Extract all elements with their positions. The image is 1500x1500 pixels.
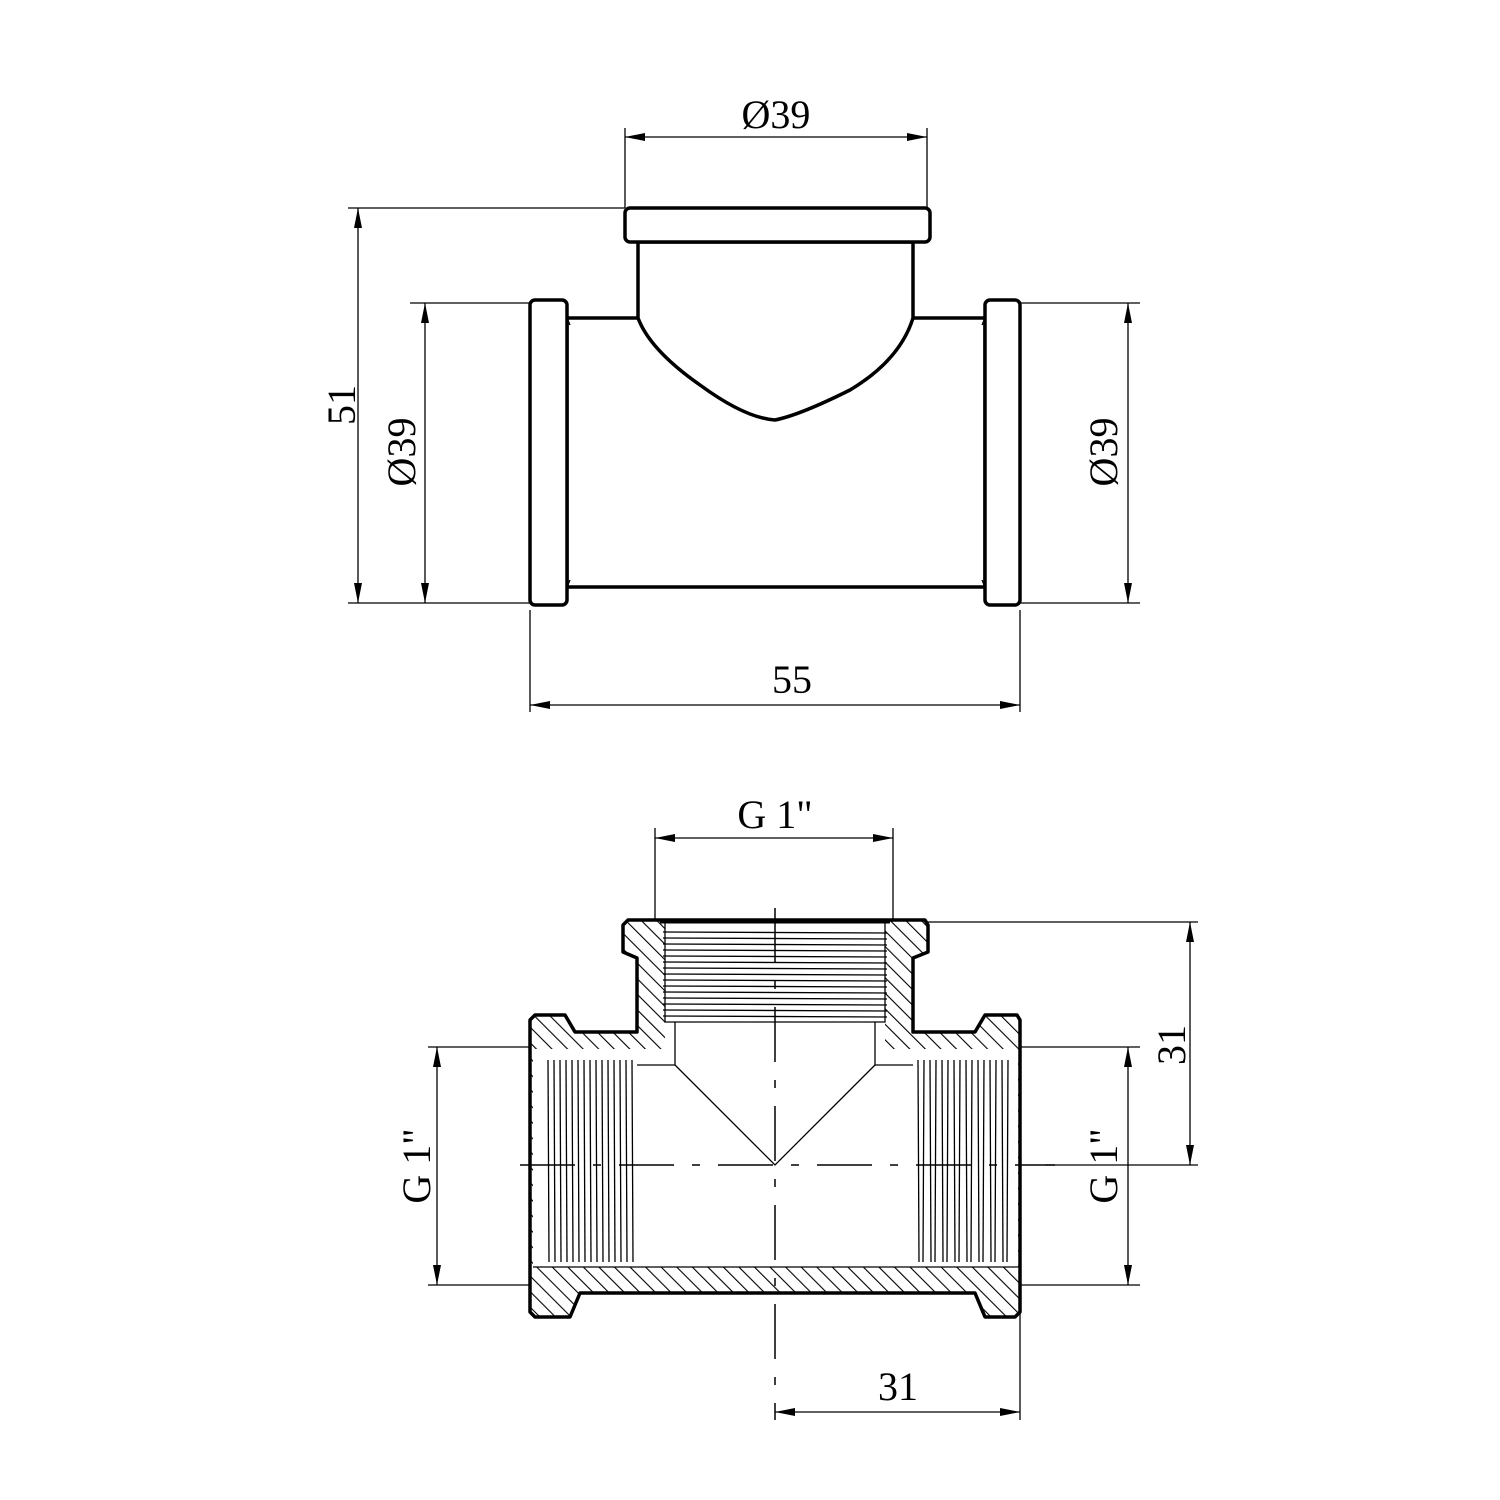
thread-line bbox=[583, 1059, 586, 1263]
dim-half-length: 31 bbox=[878, 1364, 918, 1409]
dim-height: 51 bbox=[319, 385, 364, 425]
thread-line bbox=[965, 1059, 968, 1263]
thread-line bbox=[982, 1059, 985, 1263]
thread-line bbox=[662, 997, 888, 1000]
thread-line bbox=[631, 1059, 634, 1263]
thread-line bbox=[547, 1059, 550, 1263]
thread-line bbox=[953, 1059, 956, 1263]
thread-line bbox=[553, 1059, 556, 1263]
dim-top-thread: G 1" bbox=[737, 792, 812, 837]
thread-line bbox=[607, 1059, 610, 1263]
thread-line bbox=[1001, 1059, 1004, 1263]
thread-line bbox=[922, 1059, 925, 1263]
left-flange bbox=[528, 298, 569, 607]
dim-branch-height: 31 bbox=[1149, 1025, 1194, 1065]
dim-left-thread: G 1" bbox=[394, 1128, 439, 1203]
thread-line bbox=[941, 1059, 944, 1263]
front-view: Ø39 51 Ø39 Ø39 55 bbox=[319, 92, 1140, 712]
dim-right-diameter: Ø39 bbox=[1081, 418, 1126, 487]
thread-line bbox=[989, 1059, 992, 1263]
dim-length: 55 bbox=[772, 657, 812, 702]
thread-line bbox=[1006, 1059, 1009, 1263]
dim-left-diameter: Ø39 bbox=[379, 418, 424, 487]
left-thread-lines bbox=[547, 1059, 634, 1263]
thread-line bbox=[625, 1059, 628, 1263]
thread-line bbox=[977, 1059, 980, 1263]
branch-neck bbox=[636, 240, 915, 422]
section-view: G 1" 31 G 1" G 1" 31 bbox=[394, 792, 1198, 1420]
thread-line bbox=[589, 1059, 592, 1263]
top-flange bbox=[623, 206, 932, 244]
right-flange bbox=[983, 298, 1022, 607]
thread-line bbox=[565, 1059, 568, 1263]
thread-line bbox=[595, 1059, 598, 1263]
thread-line bbox=[662, 991, 888, 994]
thread-line bbox=[662, 1003, 888, 1006]
dim-top-diameter: Ø39 bbox=[742, 92, 811, 137]
thread-line bbox=[619, 1059, 622, 1263]
thread-line bbox=[559, 1059, 562, 1263]
thread-line bbox=[994, 1059, 997, 1263]
thread-line bbox=[613, 1059, 616, 1263]
thread-line bbox=[946, 1059, 949, 1263]
right-thread-lines bbox=[917, 1059, 1009, 1263]
thread-line bbox=[662, 967, 888, 970]
thread-line bbox=[917, 1059, 920, 1263]
thread-line bbox=[958, 1059, 961, 1263]
thread-line bbox=[929, 1059, 932, 1263]
thread-line bbox=[662, 973, 888, 976]
thread-line bbox=[934, 1059, 937, 1263]
thread-line bbox=[970, 1059, 973, 1263]
thread-line bbox=[571, 1059, 574, 1263]
thread-line bbox=[662, 979, 888, 982]
thread-line bbox=[601, 1059, 604, 1263]
thread-line bbox=[577, 1059, 580, 1263]
dim-right-thread: G 1" bbox=[1081, 1128, 1126, 1203]
